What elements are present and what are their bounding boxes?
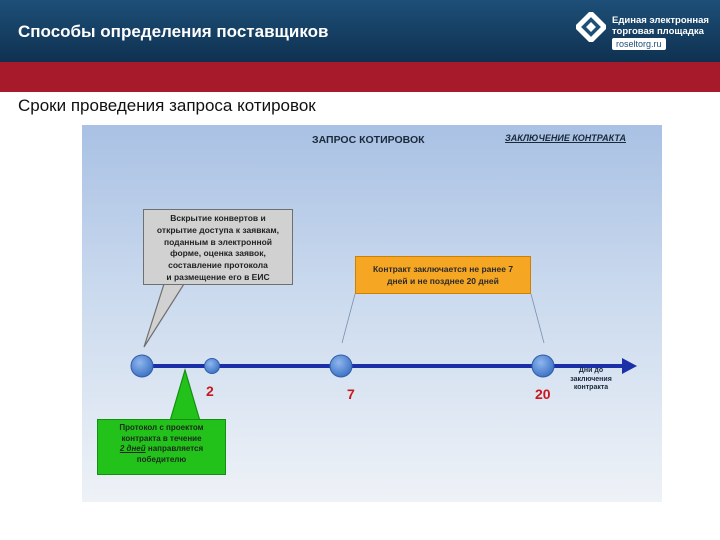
axis-label: Дни до заключения контракта xyxy=(561,367,621,393)
logo-text-line-2: торговая площадка xyxy=(612,26,704,37)
roseltorg-logo: Единая электронная торговая площадка ros… xyxy=(576,10,716,54)
gray-callout-line: составление протокола xyxy=(168,260,268,271)
timeline-arrowhead xyxy=(622,358,637,374)
axis-label-line: заключения xyxy=(570,375,612,383)
green-callout-line-rest: направляется xyxy=(145,444,204,453)
section-heading-contract: ЗАКЛЮЧЕНИЕ КОНТРАКТА xyxy=(505,133,626,143)
orange-callout-line: дней и не позднее 20 дней xyxy=(387,276,499,286)
gray-callout-tail xyxy=(143,283,186,348)
green-callout-line: 2 дней направляется xyxy=(98,444,225,455)
gray-callout-line: Вскрытие конвертов и xyxy=(170,213,266,223)
day-label-7: 7 xyxy=(347,386,355,402)
page-title: Способы определения поставщиков xyxy=(18,22,329,41)
green-callout-line: Протокол с проектом xyxy=(119,423,204,432)
green-callout-tail xyxy=(169,367,201,422)
orange-callout: Контракт заключается не ранее 7 дней и н… xyxy=(355,256,531,294)
slide-subtitle: Сроки проведения запроса котировок xyxy=(18,96,316,115)
orange-callout-line: Контракт заключается не ранее 7 xyxy=(372,264,514,274)
orange-connector-left xyxy=(341,293,356,344)
gray-callout-line: и размещение его в ЕИС xyxy=(166,271,270,282)
day-label-20: 20 xyxy=(535,386,551,402)
logo-text-line-1: Единая электронная xyxy=(612,15,709,26)
section-heading-quotation: ЗАПРОС КОТИРОВОК xyxy=(312,134,425,146)
timeline-marker-day-7 xyxy=(329,354,353,378)
gray-callout-line: поданным в электронной xyxy=(163,236,273,247)
axis-label-line: контракта xyxy=(573,384,609,391)
roseltorg-logo-icon xyxy=(576,12,606,42)
green-callout-emphasis: 2 дней xyxy=(119,444,146,453)
gray-callout-line: открытие доступа к заявкам, xyxy=(156,224,280,235)
gray-callout-line: форме, оценка заявок, xyxy=(170,248,266,259)
orange-connector-right xyxy=(530,293,545,344)
logo-url: roseltorg.ru xyxy=(612,38,666,50)
green-callout-line: контракта в течение xyxy=(121,433,202,443)
gray-callout: Вскрытие конвертов и открытие доступа к … xyxy=(143,209,293,285)
accent-band xyxy=(0,62,720,92)
title-bar: Способы определения поставщиков Единая э… xyxy=(0,0,720,62)
green-callout: Протокол с проектом контракта в течение … xyxy=(97,419,226,475)
timeline-marker-start xyxy=(130,354,154,378)
timeline-marker-day-2 xyxy=(204,358,220,374)
timeline-marker-day-20 xyxy=(531,354,555,378)
timeline-diagram: ЗАПРОС КОТИРОВОК ЗАКЛЮЧЕНИЕ КОНТРАКТА Вс… xyxy=(82,125,662,502)
day-label-2: 2 xyxy=(206,383,214,399)
green-callout-line: победителю xyxy=(136,454,187,464)
axis-label-line: Дни до xyxy=(578,367,604,374)
